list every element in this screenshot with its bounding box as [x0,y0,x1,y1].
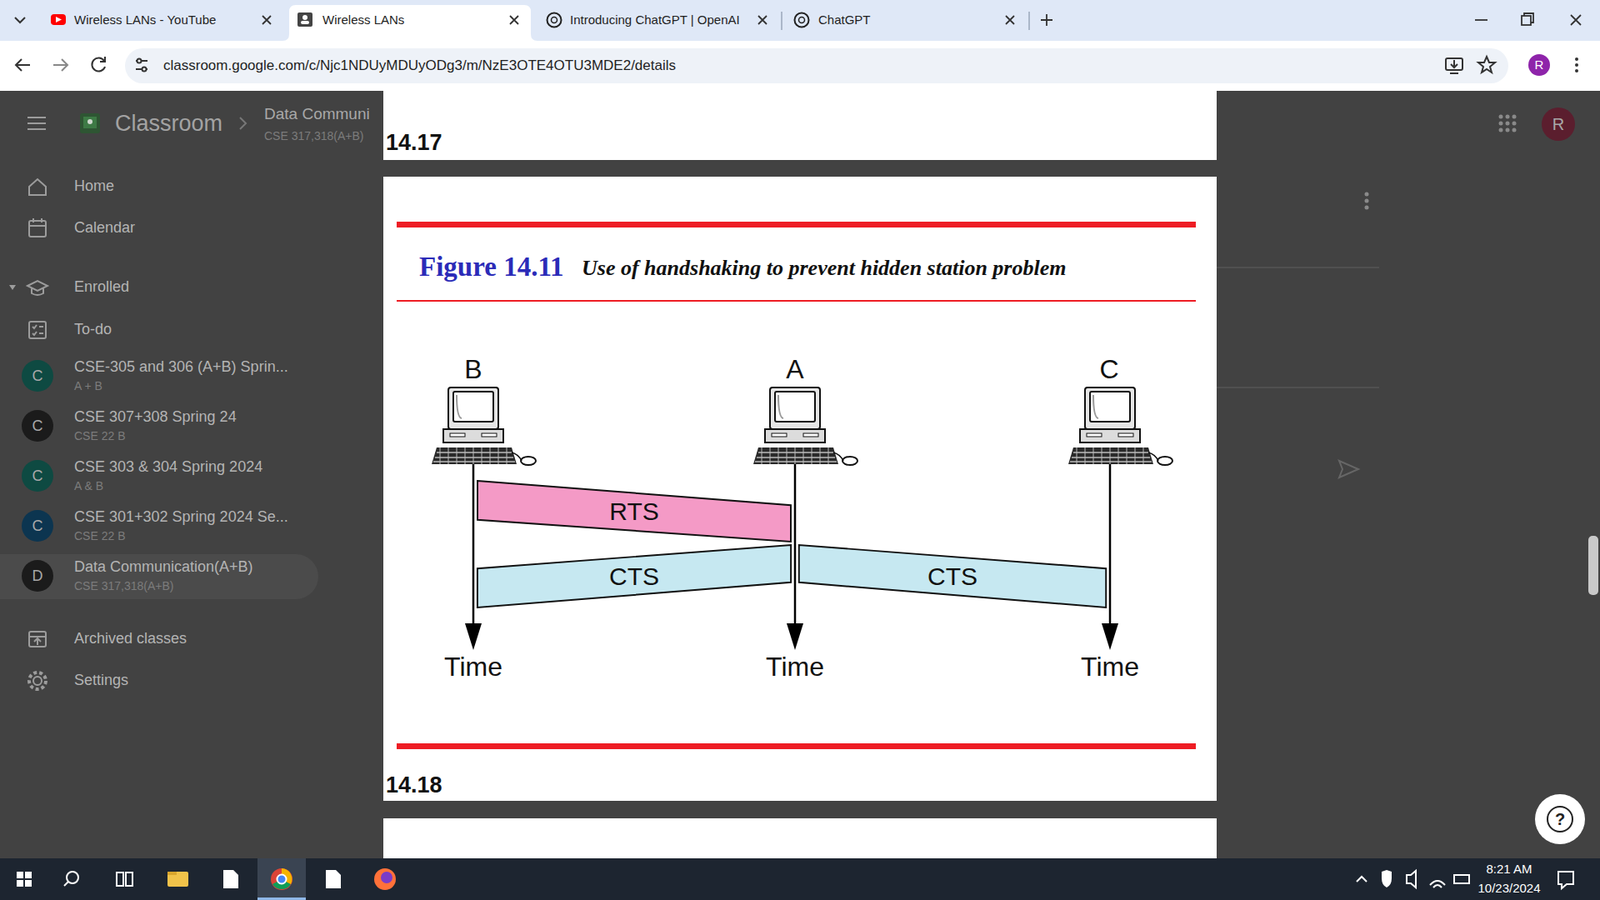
frame-label: CTS [927,564,978,590]
slide-number: 14.18 [385,771,443,799]
app-name: Classroom [115,110,223,137]
class-section: CSE 22 B [74,529,125,544]
class-avatar: D [21,560,54,592]
station-name: C [1099,353,1119,385]
rts-frame-band: RTS [473,480,795,543]
frame-label: RTS [609,499,659,525]
nav-item: Calendar [74,219,135,238]
class-section: A & B [74,479,104,494]
nav-item: Settings [74,671,129,690]
tab-title: Introducing ChatGPT | OpenAI [570,12,740,28]
tab-title: Wireless LANs - YouTube [74,12,216,28]
time-axis-label: Time [1080,650,1140,683]
clock-time: 8:21 AM [1485,861,1532,877]
figure-number: Figure 14.11 [419,250,565,285]
profile-avatar: R [1541,107,1575,141]
class-avatar: C [21,410,54,442]
class-name: CSE 301+302 Spring 2024 Se... [74,508,289,527]
cts-frame-band: CTS [795,544,1110,609]
class-name: CSE 307+308 Spring 24 [74,408,237,427]
band-shape [477,545,791,608]
class-subtitle: CSE 317,318(A+B) [264,129,364,144]
frame-label: CTS [609,564,660,590]
tab-title: Wireless LANs [322,12,405,28]
nav-item: To-do [74,320,112,340]
clock-date: 10/23/2024 [1477,880,1540,896]
time-axis-label: Time [444,650,503,683]
class-title: Data Communi [264,105,370,125]
class-avatar: C [21,510,54,542]
tab-title: ChatGPT [818,12,871,28]
class-name: CSE-305 and 306 (A+B) Sprin... [74,358,289,377]
figure-title: Use of handshaking to prevent hidden sta… [581,255,1066,281]
slide-number: 14.17 [385,129,443,156]
nav-item: Enrolled [74,278,130,297]
class-section: A + B [74,379,103,394]
class-name: Data Communication(A+B) [74,558,254,577]
class-section: CSE 317,318(A+B) [74,579,174,594]
class-section: CSE 22 B [74,429,125,444]
class-avatar: C [21,360,54,392]
band-shape [799,545,1106,608]
help-button: ? [1546,805,1574,833]
url-text: classroom.google.com/c/Njc1NDUyMDUyODg3/… [163,57,676,75]
profile-avatar: R [1528,54,1550,76]
station-name: B [464,353,482,385]
station-name: A [785,353,804,385]
class-avatar: C [21,460,54,492]
band-shape [477,480,791,542]
time-axis-label: Time [765,650,825,683]
class-name: CSE 303 & 304 Spring 2024 [74,458,263,477]
nav-item: Home [74,177,115,196]
cts-frame-band: CTS [473,544,795,609]
nav-item: Archived classes [74,630,187,649]
